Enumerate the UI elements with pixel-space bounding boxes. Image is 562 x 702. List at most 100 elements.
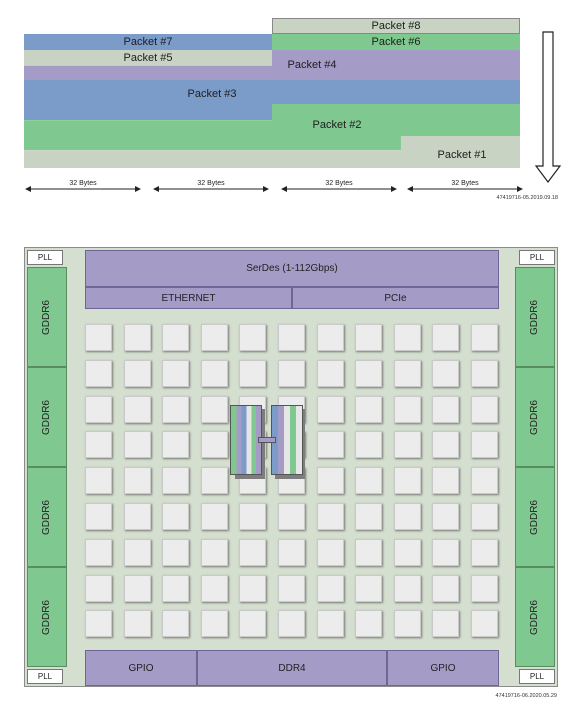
core-tile: [162, 467, 190, 495]
core-tile: [162, 503, 190, 530]
core-tile: [200, 610, 228, 638]
core-tile: [393, 431, 421, 459]
core-tile: [162, 574, 190, 602]
core-tile: [85, 395, 112, 423]
core-tile: [316, 395, 344, 423]
core-tile: [393, 538, 421, 566]
gddr6-left-4: GDDR6: [27, 567, 67, 667]
packet-6: Packet #6: [272, 34, 520, 50]
core-tile: [239, 503, 267, 530]
core-tile: [355, 610, 383, 638]
byte-label-3: 32 Bytes: [311, 180, 367, 187]
ethernet-block: ETHERNET: [85, 287, 292, 309]
gddr6-left-1: GDDR6: [27, 267, 67, 367]
core-tile: [162, 431, 190, 459]
core-tile: [85, 431, 112, 459]
core-tile: [123, 467, 151, 495]
core-tile: [316, 538, 344, 566]
core-tile: [200, 503, 228, 530]
core-tile: [123, 359, 151, 387]
core-tile: [355, 574, 383, 602]
figure-id-1: 47419716-05.2019.09.18: [496, 195, 558, 201]
core-tile: [85, 503, 112, 530]
core-tile: [239, 574, 267, 602]
down-arrow-icon: [534, 31, 562, 183]
core-tile: [355, 431, 383, 459]
core-tile: [355, 359, 383, 387]
gddr6-left-2: GDDR6: [27, 367, 67, 467]
core-tile: [239, 324, 267, 351]
pll-top-right: PLL: [519, 250, 555, 265]
core-tile: [162, 610, 190, 638]
gddr6-label: GDDR6: [41, 299, 53, 335]
core-tile: [278, 610, 305, 638]
gddr6-right-2: GDDR6: [515, 367, 555, 467]
core-tile: [393, 395, 421, 423]
ddr4-block: DDR4: [197, 650, 387, 686]
core-tile: [393, 574, 421, 602]
core-tile: [239, 538, 267, 566]
core-tile: [432, 431, 460, 459]
pll-bottom-right: PLL: [519, 669, 555, 684]
core-tile: [355, 467, 383, 495]
core-tile: [162, 359, 190, 387]
gddr6-label: GDDR6: [529, 499, 541, 535]
gddr6-right-3: GDDR6: [515, 467, 555, 567]
core-tile: [393, 359, 421, 387]
byte-span-arrows: [25, 186, 523, 192]
byte-label-4: 32 Bytes: [437, 180, 493, 187]
core-tile: [432, 538, 460, 566]
core-tile: [123, 538, 151, 566]
core-grid: [85, 324, 501, 642]
core-tile: [85, 610, 112, 638]
core-tile: [316, 324, 344, 351]
core-tile: [278, 359, 305, 387]
gddr6-label: GDDR6: [41, 499, 53, 535]
packet-5: Packet #5: [24, 50, 272, 66]
figure-id-2: 47419716-06.2020.05.29: [495, 693, 557, 699]
core-tile: [432, 503, 460, 530]
core-tile: [471, 359, 498, 387]
core-tile: [316, 503, 344, 530]
core-tile: [85, 538, 112, 566]
gpio-right-block: GPIO: [387, 650, 499, 686]
core-tile: [200, 574, 228, 602]
core-tile: [355, 395, 383, 423]
core-tile: [85, 574, 112, 602]
byte-label-2: 32 Bytes: [183, 180, 239, 187]
core-tile: [278, 574, 305, 602]
core-tile: [471, 467, 498, 495]
core-tile: [200, 538, 228, 566]
gpio-left-block: GPIO: [85, 650, 197, 686]
core-tile: [316, 431, 344, 459]
core-tile: [355, 503, 383, 530]
cluster-link: [258, 437, 276, 443]
core-tile: [162, 395, 190, 423]
core-tile: [471, 395, 498, 423]
core-tile: [432, 574, 460, 602]
core-tile: [471, 324, 498, 351]
highlighted-core-cluster: [230, 405, 308, 480]
core-tile: [85, 359, 112, 387]
core-tile: [85, 467, 112, 495]
core-tile: [123, 324, 151, 351]
core-tile: [355, 324, 383, 351]
core-tile: [355, 538, 383, 566]
core-tile: [393, 503, 421, 530]
gddr6-label: GDDR6: [529, 399, 541, 435]
core-tile: [432, 359, 460, 387]
packet-diagram: Packet #8 Packet #7 Packet #6 Packet #5 …: [0, 0, 562, 205]
serdes-block: SerDes (1-112Gbps): [85, 250, 499, 287]
gddr6-left-3: GDDR6: [27, 467, 67, 567]
core-tile: [471, 574, 498, 602]
core-tile: [85, 324, 112, 351]
gddr6-label: GDDR6: [529, 599, 541, 635]
core-tile: [278, 538, 305, 566]
core-tile: [393, 324, 421, 351]
core-tile: [316, 359, 344, 387]
gddr6-label: GDDR6: [529, 299, 541, 335]
core-tile: [162, 538, 190, 566]
core-tile: [471, 431, 498, 459]
core-tile: [278, 324, 305, 351]
core-tile: [471, 538, 498, 566]
